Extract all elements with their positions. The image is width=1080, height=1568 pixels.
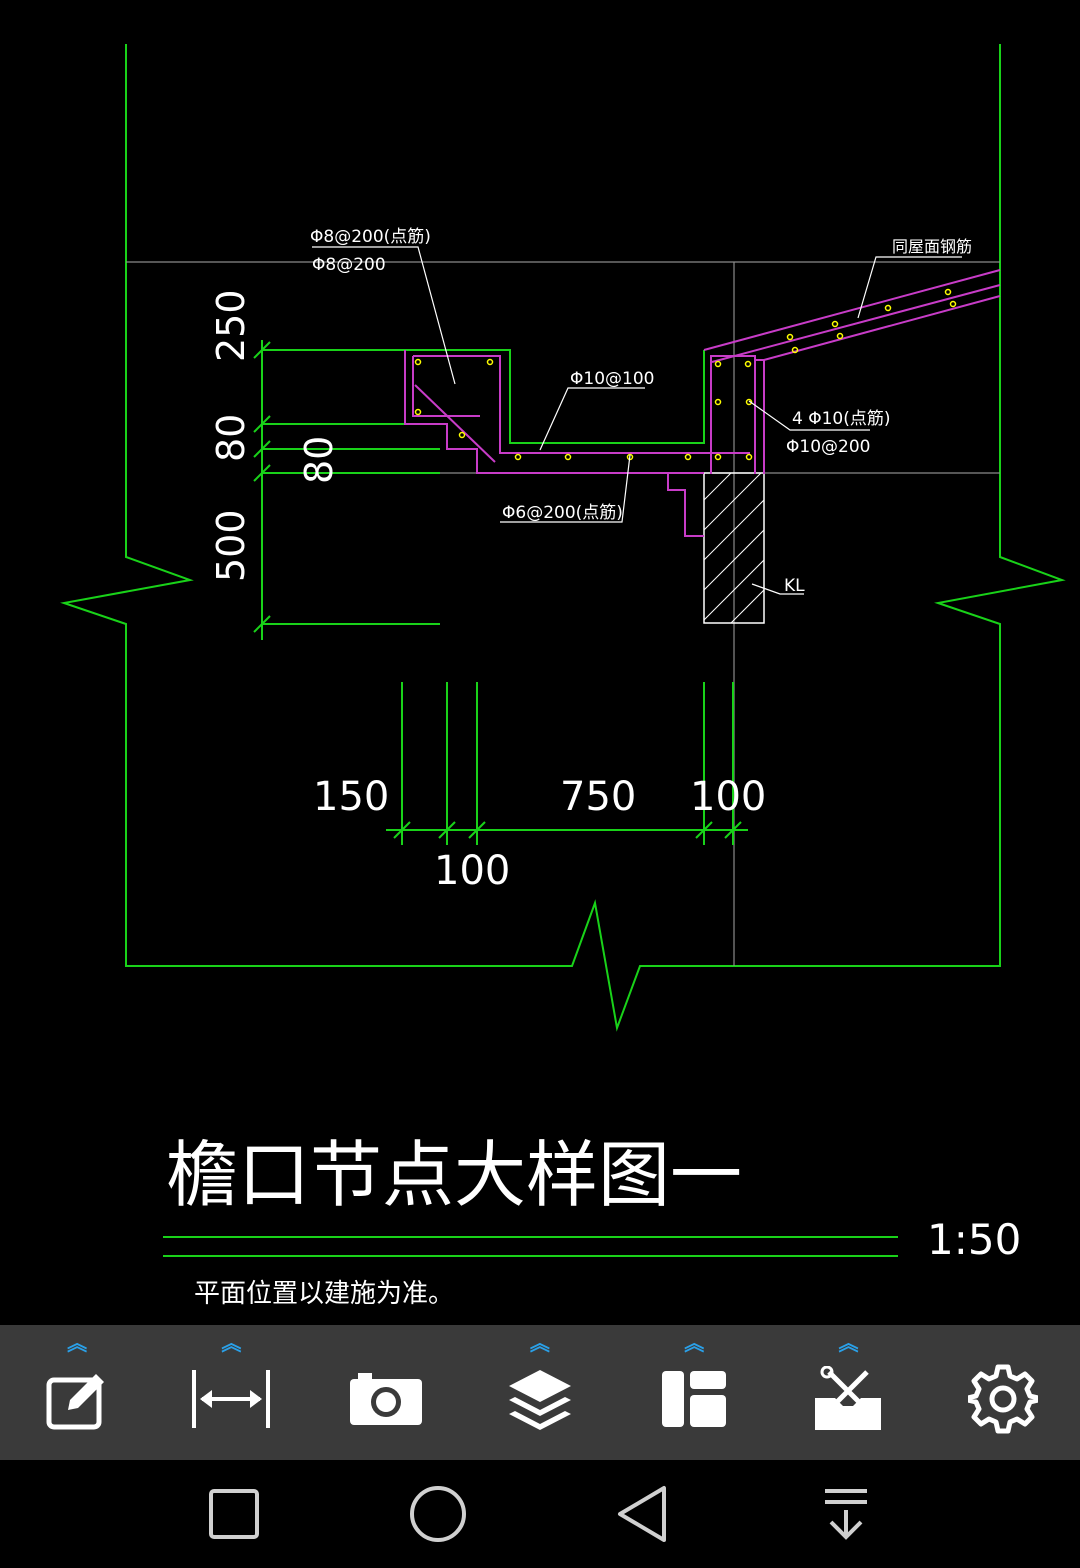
grid-lines: [126, 261, 1000, 966]
chevron-up-icon[interactable]: ︽: [221, 1331, 242, 1355]
toolbox-button[interactable]: ︽: [771, 1325, 925, 1460]
edit-icon: [46, 1373, 105, 1429]
drawing-title: 檐口节点大样图一: [166, 1133, 742, 1217]
recent-apps-icon: [209, 1489, 259, 1539]
rebar-points: [414, 288, 957, 461]
chevron-up-icon[interactable]: ︽: [838, 1331, 859, 1355]
measure-button[interactable]: ︽: [154, 1325, 308, 1460]
bottom-toolbar: ︽ ︽ ︽ ︽: [0, 1325, 1080, 1460]
dim-150: 150: [313, 774, 389, 820]
drawing-scale: 1:50: [927, 1215, 1021, 1264]
rebar-label-top-2: Φ8@200: [312, 255, 386, 275]
rebar-label-beam-2: Φ10@200: [786, 437, 870, 457]
toolbox-icon: [815, 1365, 882, 1430]
layout-icon: [662, 1370, 727, 1427]
rebar-label-top-1: Φ8@200(点筋): [310, 227, 431, 247]
drawing-note: 平面位置以建施为准。: [194, 1279, 454, 1309]
gear-icon: [967, 1364, 1038, 1433]
beam-label: KL: [784, 576, 805, 596]
chevron-up-icon[interactable]: ︽: [67, 1331, 88, 1355]
chevron-up-icon[interactable]: ︽: [529, 1331, 550, 1355]
notification-pull-button[interactable]: [744, 1460, 948, 1568]
drawing-frame: [60, 44, 1066, 1032]
rebar-lines: [404, 269, 1001, 474]
measure-icon: [192, 1369, 271, 1428]
recent-apps-button[interactable]: [132, 1460, 336, 1568]
dim-100-bottom: 100: [434, 848, 510, 894]
back-icon: [618, 1486, 666, 1542]
layers-icon: [508, 1369, 571, 1430]
cad-drawing-canvas[interactable]: Φ8@200(点筋) Φ8@200 Φ10@100 Φ6@200(点筋) 同屋面…: [0, 0, 1080, 1325]
edit-button[interactable]: ︽: [0, 1325, 154, 1460]
rebar-label-slab-bottom: Φ6@200(点筋): [502, 503, 623, 523]
home-button[interactable]: [336, 1460, 540, 1568]
rebar-label-slab-top: Φ10@100: [570, 369, 654, 389]
leader-lines: [312, 246, 962, 595]
beam-section: [667, 472, 765, 624]
rebar-label-roof: 同屋面钢筋: [892, 237, 972, 256]
dim-80-b: 80: [297, 436, 341, 484]
camera-icon: [349, 1372, 422, 1425]
settings-button[interactable]: [926, 1325, 1080, 1460]
home-icon: [410, 1486, 466, 1542]
camera-button[interactable]: [309, 1325, 463, 1460]
system-navigation-bar: [0, 1460, 1080, 1568]
chevron-up-icon[interactable]: ︽: [684, 1331, 705, 1355]
back-button[interactable]: [540, 1460, 744, 1568]
dim-80-a: 80: [209, 414, 253, 462]
title-block: 檐口节点大样图一 1:50 平面位置以建施为准。: [163, 1133, 1021, 1309]
concrete-outline: [261, 340, 748, 845]
dim-100-right: 100: [690, 774, 766, 820]
dimension-ticks: [253, 341, 742, 839]
rebar-label-beam-1: 4 Φ10(点筋): [792, 409, 891, 429]
layers-button[interactable]: ︽: [463, 1325, 617, 1460]
dim-250: 250: [209, 289, 253, 362]
dim-750: 750: [560, 774, 636, 820]
dim-500: 500: [209, 509, 253, 582]
layout-button[interactable]: ︽: [617, 1325, 771, 1460]
notification-pull-icon: [825, 1489, 867, 1540]
